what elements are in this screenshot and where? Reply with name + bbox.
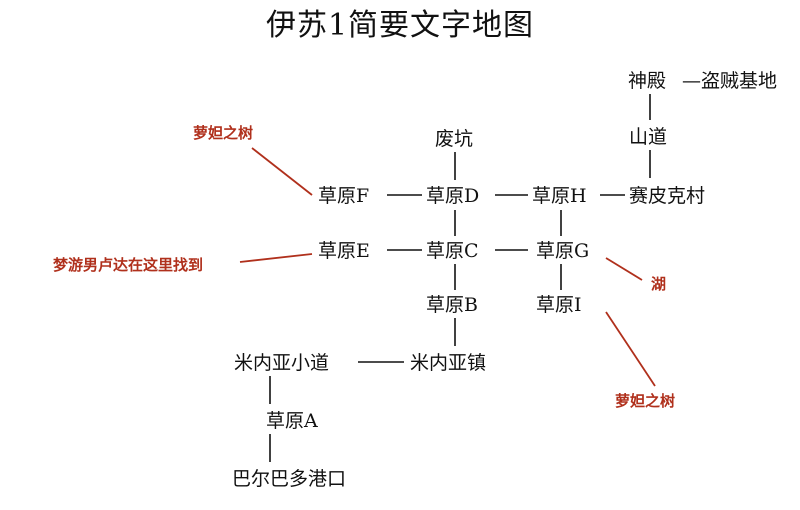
node-caoyuan-g: 草原G bbox=[536, 240, 590, 262]
node-minaya-town: 米内亚镇 bbox=[410, 352, 487, 374]
node-caoyuan-d: 草原D bbox=[426, 185, 480, 207]
node-minaya-road: 米内亚小道 bbox=[234, 352, 330, 374]
annotation-tree-2: 萝妲之树 bbox=[615, 392, 676, 410]
node-caoyuan-b: 草原B bbox=[426, 294, 478, 316]
node-caoyuan-i: 草原I bbox=[536, 294, 582, 316]
node-caoyuan-a: 草原A bbox=[266, 410, 318, 432]
node-caoyuan-c: 草原C bbox=[426, 240, 479, 262]
node-caoyuan-e: 草原E bbox=[318, 240, 370, 262]
node-feikeng: 废坑 bbox=[435, 128, 474, 150]
node-barbado-port: 巴尔巴多港口 bbox=[232, 468, 347, 490]
node-saipi-village: 赛皮克村 bbox=[629, 185, 706, 207]
pointer-tree-1 bbox=[251, 147, 313, 196]
pointer-lake bbox=[605, 257, 643, 281]
node-shendian: 神殿 bbox=[628, 70, 667, 92]
annotation-tree-1: 萝妲之树 bbox=[193, 124, 254, 142]
pointer-tree-2 bbox=[605, 311, 656, 387]
node-caoyuan-f: 草原F bbox=[318, 185, 370, 207]
node-shandao: 山道 bbox=[629, 126, 668, 148]
node-daozei-base: —盗贼基地 bbox=[682, 70, 778, 92]
map-title: 伊苏1简要文字地图 bbox=[265, 8, 535, 43]
annotation-lake: 湖 bbox=[651, 275, 667, 293]
node-caoyuan-h: 草原H bbox=[532, 185, 587, 207]
pointer-mengyou bbox=[239, 253, 313, 263]
annotation-mengyou: 梦游男卢达在这里找到 bbox=[53, 256, 204, 274]
